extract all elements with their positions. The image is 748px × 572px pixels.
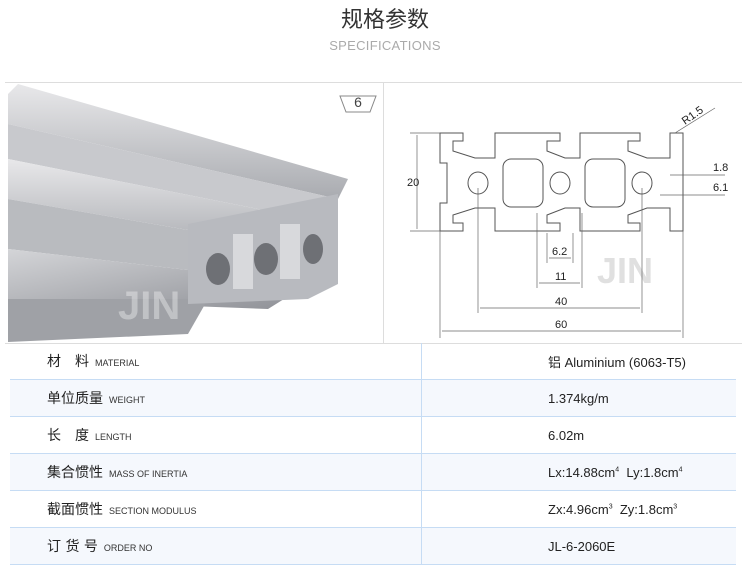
zx-exponent: 3 [608,503,613,511]
page-subtitle: SPECIFICATIONS [329,38,441,53]
spec-label-en: SECTION MODULUS [109,506,197,516]
spec-value: Zx:4.96cm3 Zy:1.8cm3 [421,490,736,528]
zy-exponent: 3 [673,503,678,511]
spec-label-en: MATERIAL [95,358,140,368]
spec-label-en: ORDER NO [103,543,153,553]
dim-pitch: 40 [555,296,567,308]
watermark-logo: JIN [597,250,653,291]
table-row: 长 度 LENGTH 6.02m [10,416,736,454]
lx-exponent: 4 [615,466,620,474]
panel-divider [383,83,384,343]
table-row: 单位质量 WEIGHT 1.374kg/m [10,379,736,417]
spec-label-cn: 订 货 号 [47,539,98,555]
dim-width: 60 [555,319,567,331]
spec-label-cn: 单位质量 [47,391,103,407]
dim-depth: 6.1 [713,182,728,194]
ly-exponent: 4 [678,466,683,474]
dim-height: 20 [407,177,419,189]
lx-value: Lx:14.88cm [548,464,616,480]
watermark-logo: JIN [118,284,180,328]
table-row: 订 货 号 ORDER NO JL-6-2060E [10,527,736,565]
spec-label-cn: 集合惯性 [47,465,103,481]
series-badge: 6 [338,94,378,114]
spec-label-cn: 材 料 [47,354,89,370]
specs-table: 材 料 MATERIAL 铝 Aluminium (6063-T5) 单位质量 WE… [10,343,736,565]
dim-slot-outer: 11 [555,271,566,283]
cross-section-drawing: JIN 20 60 40 11 6.2 [385,83,742,343]
spec-label-cn: 截面惯性 [47,502,103,518]
spec-label-en: WEIGHT [109,395,145,405]
spec-label-en: LENGTH [95,432,132,442]
spec-value: 1.374kg/m [421,379,736,417]
ly-value: Ly:1.8cm [626,464,679,480]
page-title: 规格参数 [340,8,429,33]
spec-value: 铝 Aluminium (6063-T5) [421,343,736,380]
spec-value: 6.02m [421,416,736,454]
spec-value: Lx:14.88cm4 Ly:1.8cm4 [421,453,736,491]
spec-label-en: MASS OF INERTIA [109,469,188,479]
table-row: 材 料 MATERIAL 铝 Aluminium (6063-T5) [10,343,736,380]
profile-photo: JIN 6 [8,84,380,342]
dim-slot-opening: 6.2 [552,246,567,258]
dim-wall: 1.8 [713,162,728,174]
spec-label-cn: 长 度 [47,428,89,444]
product-images: JIN 6 JIN [5,82,742,344]
zy-value: Zy:1.8cm [619,501,674,517]
dim-radius: R1.5 [680,104,706,127]
zx-value: Zx:4.96cm [548,501,609,517]
spec-value: JL-6-2060E [421,527,736,565]
